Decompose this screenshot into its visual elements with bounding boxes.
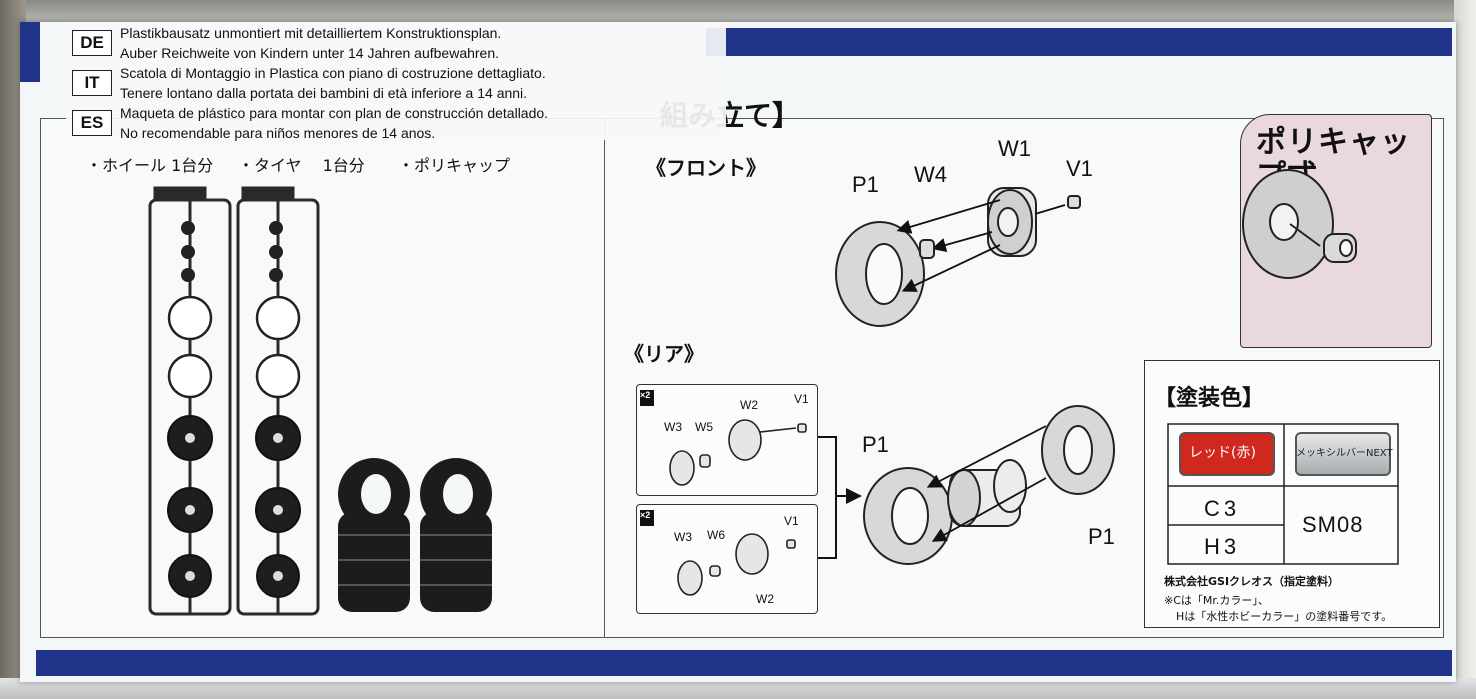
paint-code-sm: SM08: [1302, 512, 1364, 537]
box-blue-corner: [20, 22, 40, 82]
box-blue-band-bottom: [36, 650, 1452, 676]
box-blue-band-top: [706, 28, 1452, 56]
sticker-de-line2: Auber Reichweite von Kindern unter 14 Ja…: [120, 45, 500, 61]
sticker-it-line1: Scatola di Montaggio in Plastica con pia…: [120, 65, 546, 81]
front-part-w1: W1: [998, 136, 1031, 161]
rear-top-x2: ×2: [640, 390, 651, 400]
rear-dual-wheel-drawing: [947, 459, 1027, 527]
polycap-parts: [181, 221, 283, 282]
sticker-es-line1: Maqueta de plástico para montar con plan…: [120, 105, 549, 121]
sticker-de-line1: Plastikbausatz unmontiert mit detaillier…: [120, 25, 502, 41]
rear-tire-right-drawing: [1041, 405, 1115, 495]
paint-box: [1144, 360, 1440, 628]
polycap-illustration: [1242, 169, 1357, 279]
wheel-rims-outline: [167, 295, 301, 399]
tire-stack-right: [420, 458, 492, 612]
front-tire-drawing: [835, 221, 925, 327]
paint-code-c: C3: [1204, 496, 1241, 521]
front-part-w4: W4: [914, 162, 947, 187]
front-part-v1: V1: [1066, 156, 1093, 181]
wheel-sprue-right: [236, 186, 320, 616]
paint-note-2: Hは「水性ホビーカラー」の塗料番号です。: [1176, 610, 1393, 623]
rear-part-p1-right: P1: [1088, 524, 1115, 549]
rear-bottom-w2: W2: [756, 592, 774, 606]
front-assembly-arrows: [896, 199, 1066, 292]
rear-small-drawing-bottom: [677, 533, 796, 596]
contents-item-tire: ・タイヤ 1台分: [238, 156, 365, 175]
paint-code-h: H3: [1204, 534, 1241, 559]
paint-title: 【塗装色】: [1154, 386, 1265, 411]
paint-swatch-silver: [1295, 432, 1391, 476]
rear-label: 《リア》: [624, 342, 704, 366]
paint-swatch-red: [1179, 432, 1275, 476]
tire-stack-left: [338, 458, 410, 612]
front-polycap-w4: [919, 239, 935, 259]
front-label: 《フロント》: [646, 156, 766, 180]
rear-assembly-arrows: [926, 425, 1047, 542]
paint-note-1: ※Cは「Mr.カラー」、: [1164, 594, 1269, 607]
language-sticker: DE Plastikbausatz unmontiert mit detaill…: [66, 22, 726, 141]
rear-top-w2: W2: [740, 398, 758, 412]
sticker-es-line2: No recomendable para niños menores de 14…: [120, 125, 436, 141]
paint-table-grid: [1167, 423, 1399, 565]
rear-subassembly-top: [636, 384, 818, 496]
multiplier-badges: [640, 390, 654, 526]
rear-small-drawing-top: [669, 419, 807, 486]
paint-maker: 株式会社GSIクレオス（指定塗料）: [1164, 575, 1340, 588]
rear-top-w5: W5: [695, 420, 713, 434]
rear-subassembly-bottom: [636, 504, 818, 614]
rear-part-p1-left: P1: [862, 432, 889, 457]
front-polycap-v1: [1067, 195, 1081, 209]
background-bottom: [0, 678, 1476, 699]
rear-top-v1: V1: [794, 392, 809, 406]
lang-badge-de: DE: [72, 30, 112, 56]
rear-bottom-x2: ×2: [640, 510, 651, 520]
paint-red-label: レッド(赤): [1189, 445, 1256, 461]
rear-top-w3: W3: [664, 420, 682, 434]
paint-silver-label: メッキシルバーNEXT: [1296, 448, 1393, 459]
sticker-it-line2: Tenere lontano dalla portata dei bambini…: [120, 85, 528, 101]
rear-bottom-w3: W3: [674, 530, 692, 544]
lang-badge-es: ES: [72, 110, 112, 136]
contents-panel: [40, 118, 608, 638]
front-part-p1: P1: [852, 172, 879, 197]
contents-item-polycap: ・ポリキャップ: [398, 156, 511, 175]
rear-bracket-arrow: [818, 436, 862, 559]
lang-badge-it: IT: [72, 70, 112, 96]
wheel-disc-hubs: [185, 433, 283, 581]
rear-bottom-w6: W6: [707, 528, 725, 542]
background-right: [1454, 0, 1476, 699]
contents-item-wheel: ・ホイール 1台分: [86, 156, 214, 175]
rear-bottom-v1: V1: [784, 514, 799, 528]
front-wheel-drawing: [987, 187, 1037, 257]
